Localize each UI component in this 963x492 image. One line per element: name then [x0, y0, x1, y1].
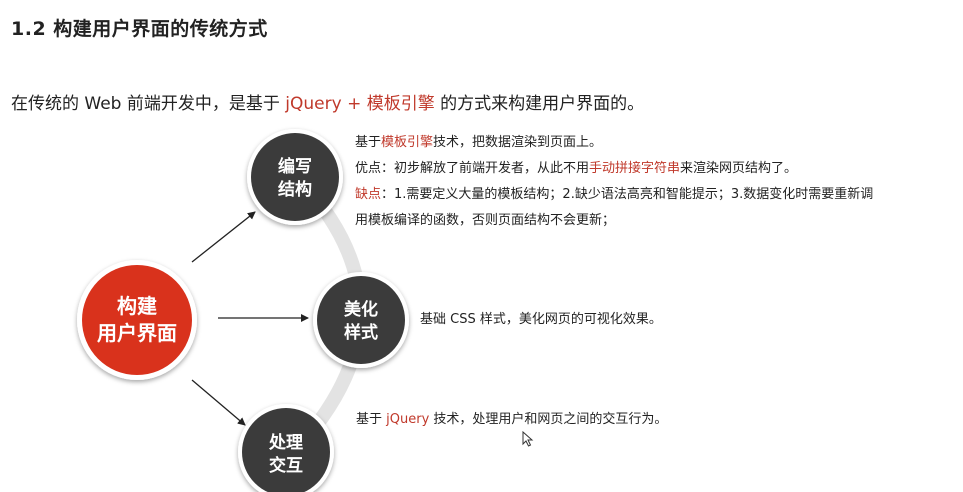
node-structure-line1: 编写 [278, 156, 312, 177]
structure-desc-line2-suffix: 来渲染网页结构了。 [680, 161, 798, 176]
structure-desc-line2-prefix: 优点：初步解放了前端开发者，从此不用 [355, 161, 590, 176]
mouse-pointer-icon [522, 431, 534, 447]
arrow-to-interaction [191, 379, 246, 426]
center-node-line2: 用户界面 [97, 321, 177, 345]
node-structure-line2: 结构 [278, 179, 312, 200]
structure-desc-line1-suffix: 技术，把数据渲染到页面上。 [433, 135, 603, 150]
node-style-line2: 样式 [344, 322, 378, 343]
interaction-desc-suffix: 技术，处理用户和网页之间的交互行为。 [429, 412, 668, 427]
structure-desc-line1-prefix: 基于 [355, 135, 382, 150]
interaction-desc-line: 基于 jQuery 技术，处理用户和网页之间的交互行为。 [356, 407, 667, 433]
center-node [77, 260, 197, 380]
style-description: 基础 CSS 样式，美化网页的可视化效果。 [420, 307, 662, 333]
intro-highlight: jQuery + 模板引擎 [285, 94, 435, 114]
intro-suffix: 的方式来构建用户界面的。 [434, 94, 645, 114]
interaction-description: 基于 jQuery 技术，处理用户和网页之间的交互行为。 [356, 407, 667, 433]
structure-description: 基于模板引擎技术，把数据渲染到页面上。 优点：初步解放了前端开发者，从此不用手动… [355, 130, 935, 234]
interaction-desc-prefix: 基于 [356, 412, 387, 427]
arrow-to-structure [191, 211, 256, 263]
node-interaction-line1: 处理 [268, 432, 303, 453]
interaction-desc-highlight: jQuery [386, 412, 430, 427]
structure-desc-line3-text: ：1.需要定义大量的模板结构；2.缺少语法高亮和智能提示；3.数据变化时需要重新… [381, 187, 874, 202]
style-desc-line: 基础 CSS 样式，美化网页的可视化效果。 [420, 312, 662, 327]
node-interaction [238, 404, 334, 492]
structure-desc-line1: 基于模板引擎技术，把数据渲染到页面上。 [355, 130, 935, 156]
node-style [313, 272, 409, 368]
node-interaction-line2: 交互 [269, 455, 303, 476]
structure-desc-line2: 优点：初步解放了前端开发者，从此不用手动拼接字符串来渲染网页结构了。 [355, 156, 935, 182]
structure-desc-cons-label: 缺点 [355, 187, 382, 202]
node-style-line1: 美化 [344, 299, 378, 320]
structure-desc-line3: 缺点：1.需要定义大量的模板结构；2.缺少语法高亮和智能提示；3.数据变化时需要… [355, 182, 935, 208]
structure-desc-line1-highlight: 模板引擎 [381, 135, 434, 150]
intro-prefix: 在传统的 Web 前端开发中，是基于 [11, 94, 286, 114]
node-structure [247, 129, 343, 225]
intro-sentence: 在传统的 Web 前端开发中，是基于 jQuery + 模板引擎 的方式来构建用… [11, 89, 644, 114]
section-title: 1.2 构建用户界面的传统方式 [11, 18, 268, 40]
structure-desc-line4: 用模板编译的函数，否则页面结构不会更新； [355, 213, 616, 228]
structure-desc-line2-highlight: 手动拼接字符串 [589, 161, 681, 176]
center-node-line1: 构建 [117, 294, 157, 318]
